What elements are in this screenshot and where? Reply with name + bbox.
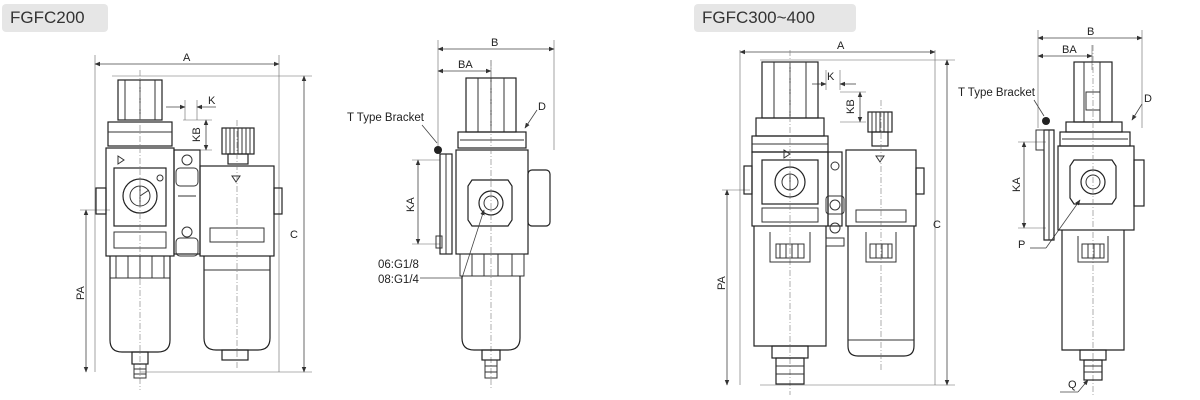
fgfc200-front-view: A C PA K KB (75, 52, 312, 390)
dim-c-label: C (290, 229, 298, 241)
dim-b-label-right: B (1087, 26, 1094, 38)
dim-b-label-left: B (491, 37, 498, 49)
bracket-callout-right: T Type Bracket (958, 87, 1036, 99)
dim-k-label-left: K (208, 95, 216, 107)
port-size-08-label: 08:G1/4 (378, 274, 420, 286)
model-label-fgfc200: FGFC200 (2, 4, 108, 32)
dim-ka-label-right: KA (1011, 177, 1023, 192)
dim-p-label: P (1018, 239, 1025, 251)
dim-kb-label-left: KB (191, 127, 203, 142)
dim-q-label: Q (1068, 379, 1077, 391)
dim-c-label-right: C (933, 219, 941, 231)
dim-d-label-right: D (1144, 93, 1152, 105)
dim-pa-label: PA (75, 285, 87, 300)
model-label-fgfc300-400: FGFC300~400 (694, 4, 856, 32)
fgfc300-front-view: A C PA K KB (716, 40, 955, 395)
dim-kb-label-right: KB (845, 99, 857, 114)
dim-pa-label-right: PA (716, 275, 728, 290)
dim-a-label-right: A (837, 40, 845, 52)
fgfc300-side-view: B BA D T Type Bracket KA P (958, 26, 1152, 395)
fgfc200-side-view: B BA D T Type Bracket KA (347, 37, 555, 390)
bracket-callout-left: T Type Bracket (347, 112, 425, 124)
dim-d-label-left: D (538, 101, 546, 113)
dim-ba-label-right: BA (1062, 44, 1077, 56)
dim-a-label: A (183, 52, 191, 64)
port-size-06-label: 06:G1/8 (378, 259, 419, 271)
dim-ba-label-left: BA (458, 59, 473, 71)
dim-k-label-right: K (827, 71, 835, 83)
dim-ka-label-left: KA (405, 197, 417, 212)
